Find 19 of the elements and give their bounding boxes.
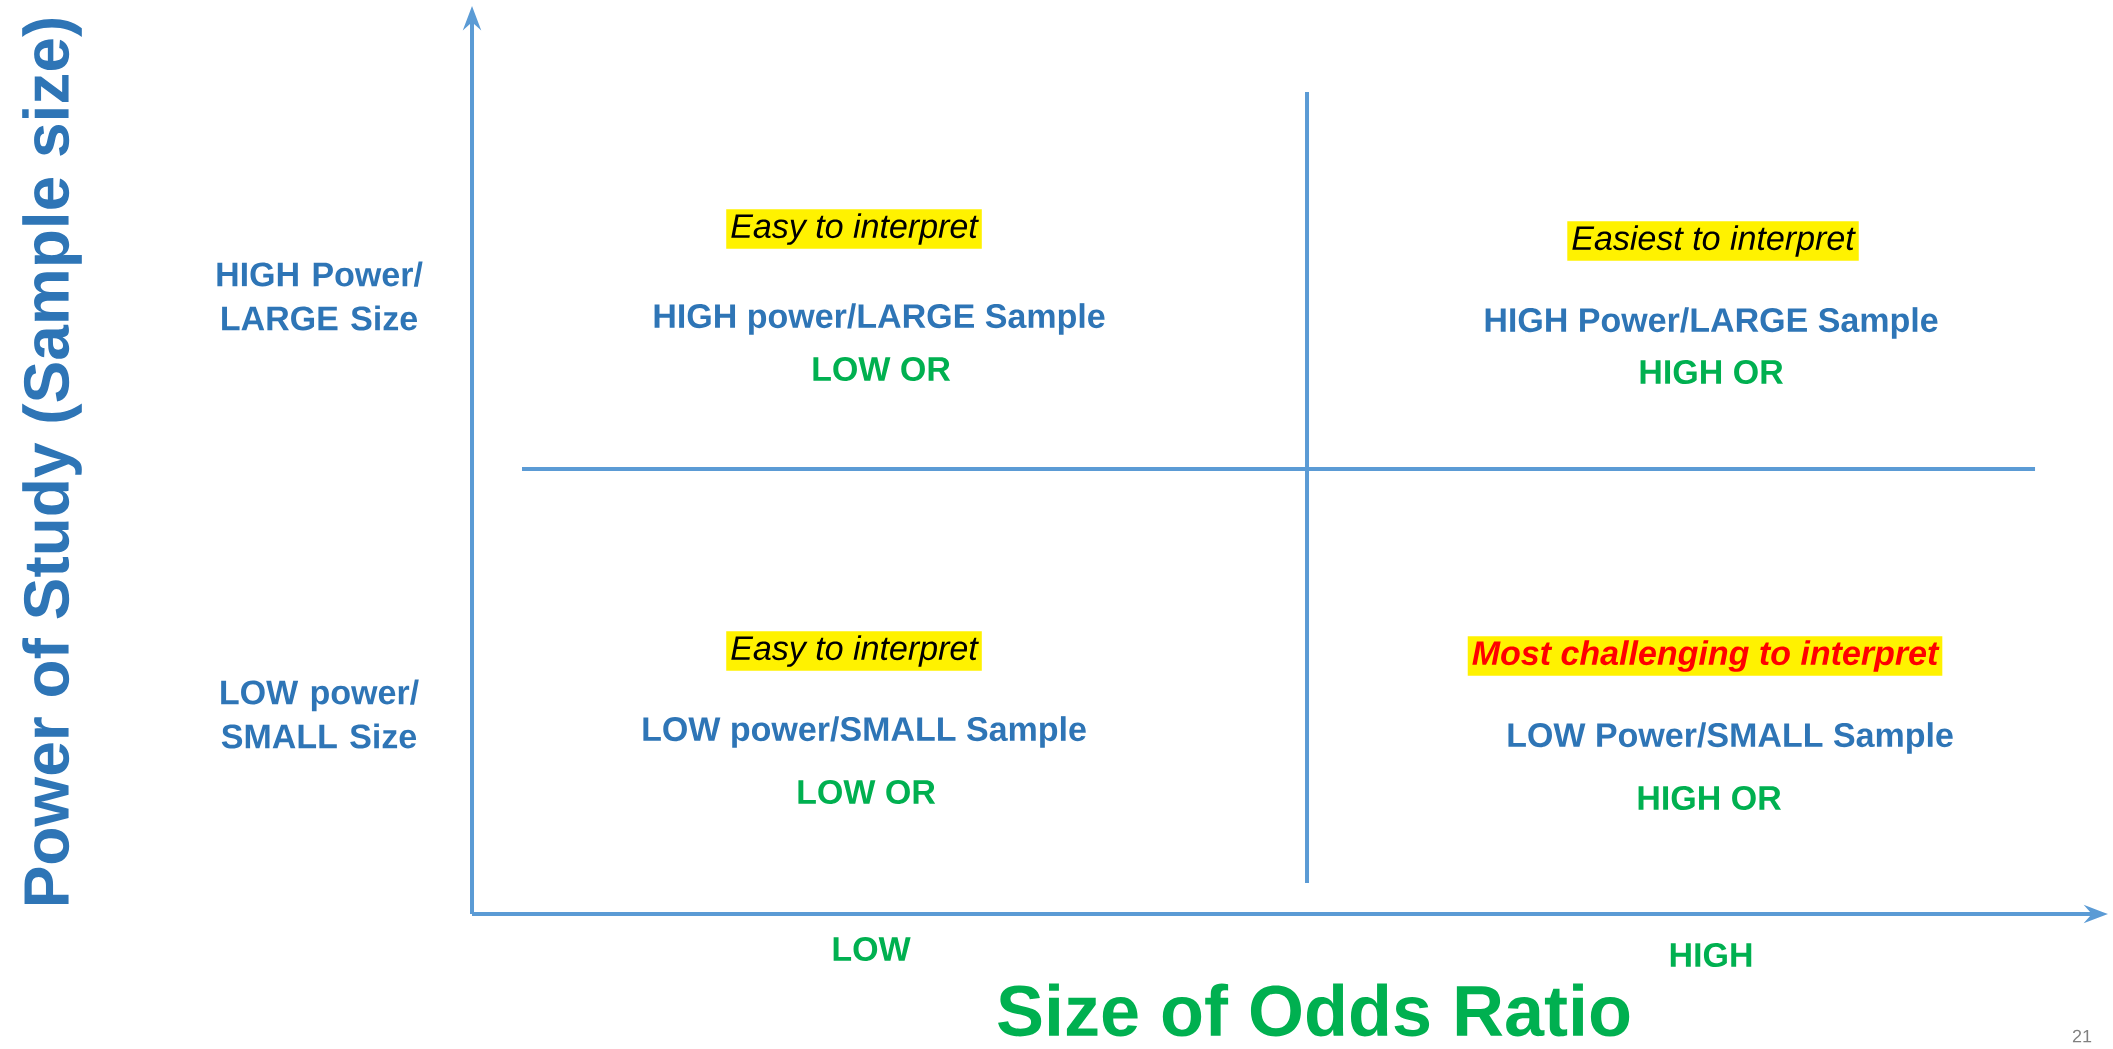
- quadrant-text: HIGH Power/LARGE Sample: [1485, 307, 1938, 339]
- column-label: LOW: [833, 936, 911, 962]
- row-label: HIGH Power/ LARGE Size: [217, 261, 423, 331]
- axis-title: Size of Odds Ratio: [998, 983, 1630, 1037]
- highlighted-text: Easiest to interpret: [1567, 221, 1859, 261]
- quadrant-text: HIGH OR: [1640, 359, 1784, 385]
- quadrant-text: HIGH power/LARGE Sample: [654, 303, 1105, 335]
- quadrant-text: LOW OR: [813, 356, 951, 382]
- page-number: 21: [2072, 1029, 2092, 1043]
- column-label: HIGH: [1670, 942, 1752, 968]
- quadrant-text: LOW Power/SMALL Sample: [1508, 722, 1953, 754]
- quadrant-text: HIGH OR: [1638, 785, 1782, 811]
- quadrant-text: LOW power/SMALL Sample: [643, 716, 1086, 748]
- highlighted-text: Easy to interpret: [726, 631, 982, 671]
- highlighted-text: Most challenging to interpret: [1467, 636, 1943, 676]
- quadrant-text: LOW OR: [798, 779, 936, 805]
- row-label: LOW power/ SMALL Size: [221, 679, 419, 749]
- highlighted-text: Easy to interpret: [726, 209, 982, 249]
- axis-title: Power of Study (Sample size): [22, 18, 82, 905]
